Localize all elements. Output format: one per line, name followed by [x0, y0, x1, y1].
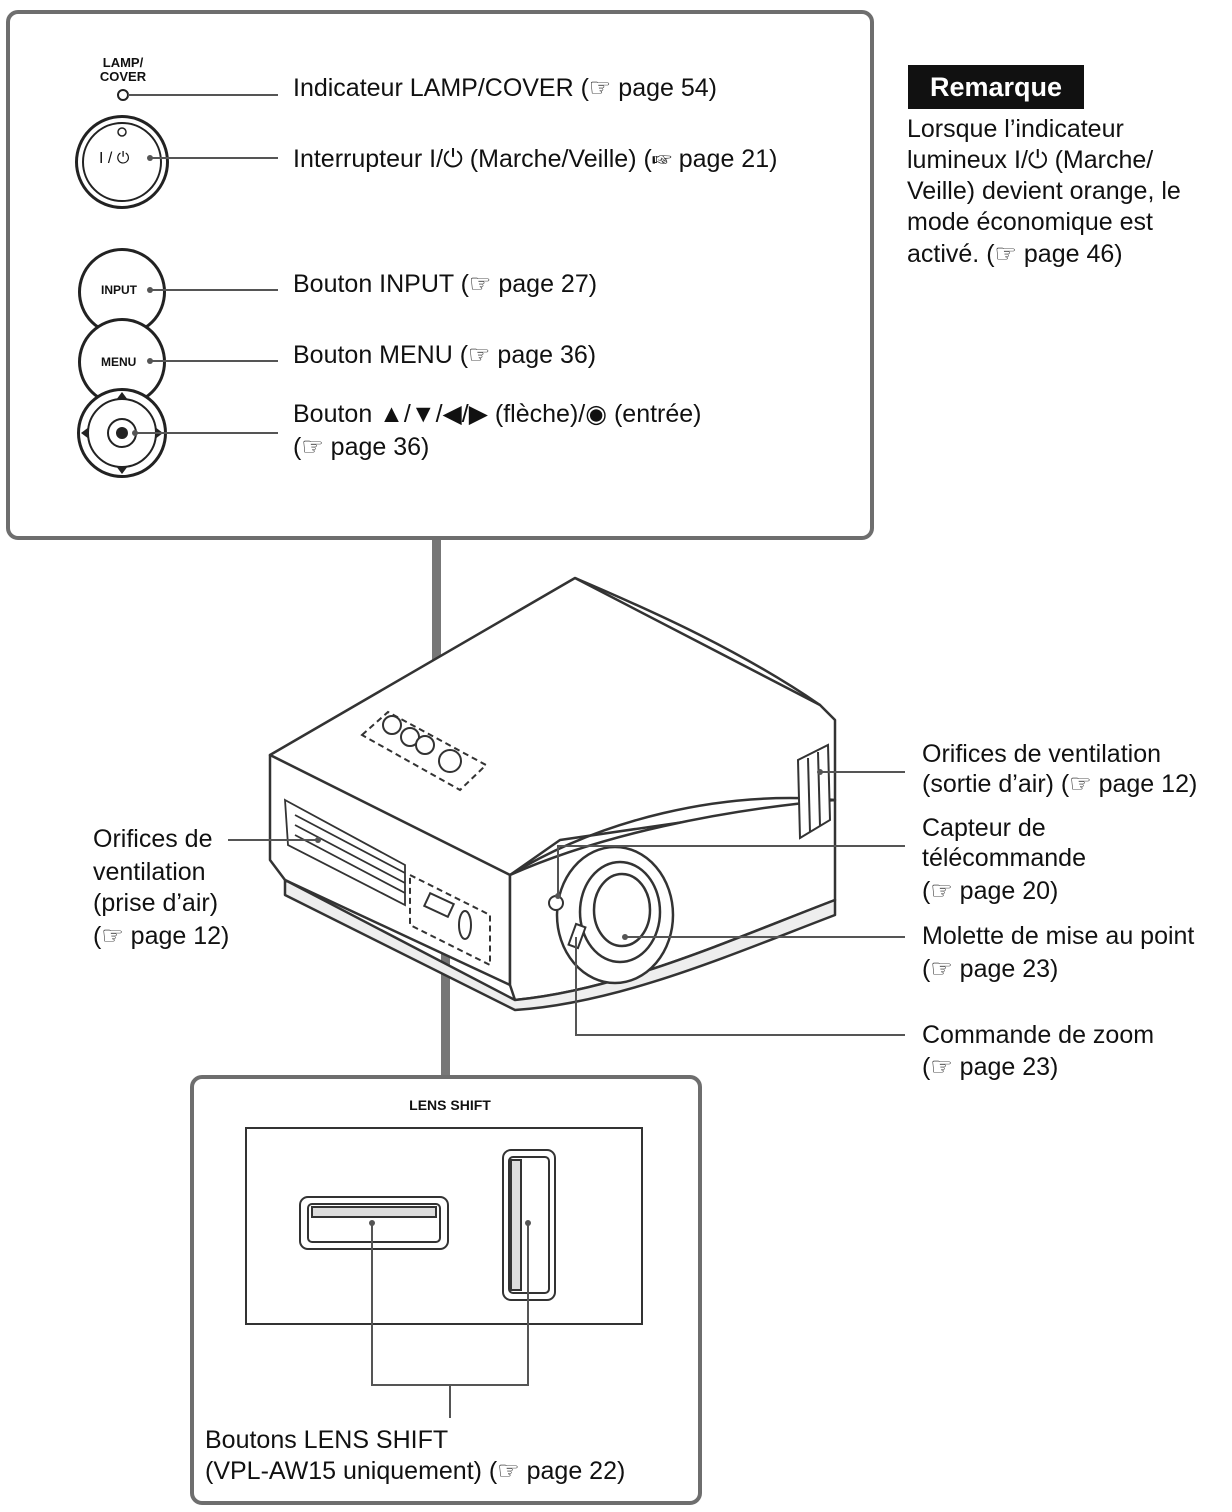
callout-remote-sensor: Capteur de [922, 814, 1046, 842]
remarque-line: activé. (☞ page 46) [907, 240, 1123, 268]
callout-zoom-lever: (☞ page 23) [922, 1053, 1059, 1081]
lamp-cover-label: LAMP/ COVER [88, 56, 158, 84]
callout-lamp-cover: Indicateur LAMP/COVER (☞ page 54) [293, 74, 717, 102]
menu-button-label: MENU [101, 355, 137, 369]
lens-shift-title: LENS SHIFT [409, 1097, 491, 1113]
callout-air-intake: (☞ page 12) [93, 922, 230, 950]
air-intake-vents [283, 798, 406, 907]
remarque-line: lumineux I/⏻ (Marche/ [907, 146, 1154, 174]
lens-shift-caption: Boutons LENS SHIFT [205, 1426, 449, 1454]
top-controls [360, 710, 488, 792]
callout-remote-sensor: (☞ page 20) [922, 877, 1059, 905]
callout-menu-button: Bouton MENU (☞ page 36) [293, 341, 597, 369]
projector-body [268, 576, 837, 1012]
zoom-lever-icon [567, 922, 587, 950]
callout-air-intake: Orifices de [93, 825, 213, 853]
callout-focus-ring: Molette de mise au point [922, 922, 1195, 950]
lamp-indicator-icon [117, 89, 129, 101]
callout-arrow-buttons-page: (☞ page 36) [293, 433, 430, 461]
power-button-label: I / ⏻ [99, 150, 130, 167]
callout-air-exhaust: Orifices de ventilation [922, 740, 1162, 768]
lens-shift-caption: (VPL-AW15 uniquement) (☞ page 22) [205, 1457, 626, 1485]
callout-remote-sensor: télécommande [922, 844, 1086, 872]
callout-arrow-buttons: Bouton ▲/▼/◀/▶ (flèche)/◉ (entrée) [293, 400, 702, 428]
power-indicator-icon [117, 127, 127, 137]
callout-air-intake: ventilation [93, 858, 206, 886]
callout-air-exhaust: (sortie d’air) (☞ page 12) [922, 770, 1198, 798]
callout-zoom-lever: Commande de zoom [922, 1021, 1155, 1049]
lamp-cover-label-line2: COVER [99, 69, 147, 84]
callout-input-button: Bouton INPUT (☞ page 27) [293, 270, 598, 298]
callout-power-switch: Interrupteur I/⏻ (Marche/Veille) (☞ page… [293, 145, 778, 173]
lens-shift-area [409, 873, 491, 967]
lens-icon [555, 845, 675, 985]
remarque-line: Lorsque l’indicateur [907, 115, 1124, 143]
remarque-line: mode économique est [907, 208, 1153, 236]
callout-focus-ring: (☞ page 23) [922, 955, 1059, 983]
input-button-label: INPUT [101, 283, 137, 297]
callout-air-intake: (prise d’air) [93, 889, 219, 917]
air-exhaust-vents [796, 743, 832, 840]
connector-bottom [441, 935, 450, 1075]
lamp-cover-label-line1: LAMP/ [102, 55, 144, 70]
remarque-title: Remarque [908, 65, 1084, 109]
remarque-line: Veille) devient orange, le [907, 177, 1181, 205]
connector-top [432, 540, 441, 740]
